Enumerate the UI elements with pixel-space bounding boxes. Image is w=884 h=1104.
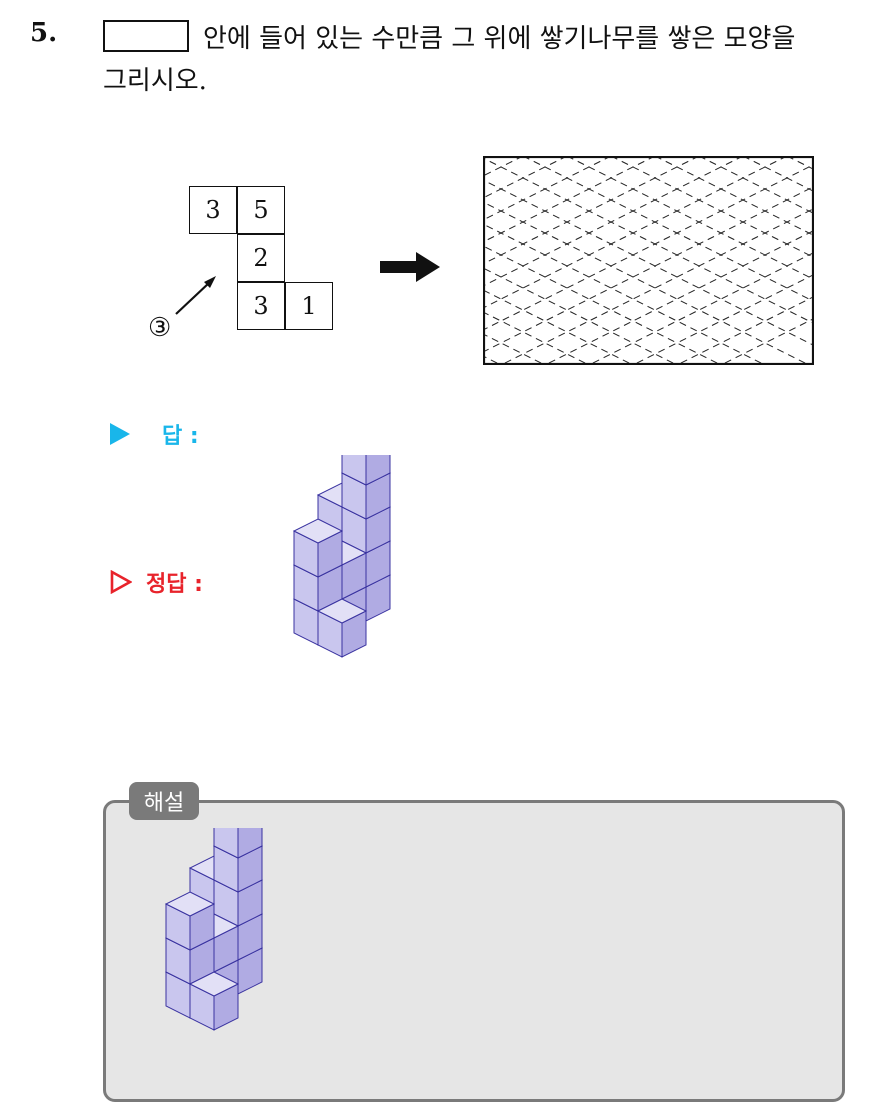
explanation-tab: 해설 bbox=[129, 782, 199, 820]
plan-cell-r2c2: 2 bbox=[237, 234, 285, 282]
explanation-cube-figure bbox=[164, 828, 264, 1031]
answer-label: 답 : bbox=[162, 424, 199, 449]
cube-block bbox=[341, 455, 391, 486]
correct-answer-cube-figure bbox=[292, 455, 392, 658]
plan-cell-r3c2: 3 bbox=[237, 282, 285, 330]
correct-answer-label: 정답 : bbox=[146, 572, 203, 597]
view-direction-arrow bbox=[175, 276, 216, 315]
view-marker-label: ③ bbox=[148, 313, 172, 343]
question-text-line1: 안에 들어 있는 수만큼 그 위에 쌓기나무를 쌓은 모양을 bbox=[203, 24, 796, 54]
cube-block bbox=[292, 518, 344, 578]
cube-block bbox=[213, 828, 263, 859]
question-number-box bbox=[103, 20, 189, 52]
plan-cell-r1c2: 5 bbox=[237, 186, 285, 234]
plan-cell-r3c3: 1 bbox=[285, 282, 333, 330]
question-text-line2: 그리시오. bbox=[103, 66, 207, 96]
cube-block bbox=[316, 598, 368, 658]
question-number: 5. bbox=[30, 18, 58, 48]
correct-answer-row: 정답 : bbox=[110, 566, 203, 598]
isometric-grid bbox=[483, 156, 814, 365]
cube-block bbox=[188, 971, 240, 1031]
plan-cell-r1c1: 3 bbox=[189, 186, 237, 234]
arrow-right-icon bbox=[380, 252, 440, 282]
correct-triangle-icon bbox=[110, 570, 132, 594]
answer-triangle-icon bbox=[110, 423, 130, 445]
cube-block bbox=[164, 891, 216, 951]
answer-row: 답 : bbox=[110, 418, 199, 450]
